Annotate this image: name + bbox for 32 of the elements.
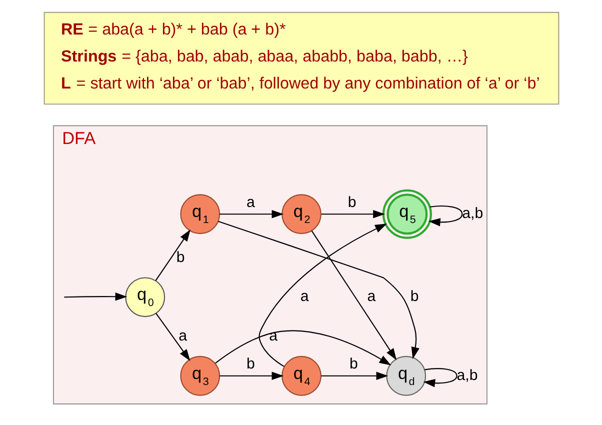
arrow bbox=[219, 372, 284, 380]
edge-label: a bbox=[366, 288, 376, 306]
arrow bbox=[154, 229, 190, 281]
edge-label: b bbox=[347, 194, 356, 211]
arrow bbox=[258, 224, 386, 367]
arrow bbox=[218, 220, 419, 360]
arrow bbox=[219, 210, 284, 218]
arrow bbox=[320, 210, 384, 218]
edge-label: a bbox=[300, 288, 308, 306]
edge-label: b bbox=[176, 248, 184, 266]
edge-label: a bbox=[246, 194, 254, 211]
node-circle: q$_{1}$ bbox=[180, 194, 220, 234]
edge-label: b bbox=[348, 356, 358, 373]
edge-label: a,b bbox=[462, 205, 483, 222]
edge-label: a,b bbox=[456, 366, 478, 384]
node-circle: q$_{d}$ bbox=[386, 356, 426, 396]
node-box: RE = aba(a + b)* + bab (a + b)* Strings = {aba, bab, abab, abaa, ababb, baba, babb, …} L = start with ‘aba’ or ‘bab’, followed by any combination of ‘a’ or ‘b’ bbox=[43, 12, 559, 105]
arrow bbox=[155, 313, 190, 362]
node-circle: q$_{5}$ bbox=[382, 189, 432, 239]
node-circle: q$_{3}$ bbox=[180, 356, 220, 396]
arrow bbox=[64, 292, 127, 301]
arrow bbox=[214, 330, 391, 366]
arrow bbox=[310, 230, 396, 360]
edge-label: b bbox=[410, 288, 418, 306]
edge-label: b bbox=[246, 356, 254, 373]
node-circle: q$_{0}$ bbox=[124, 277, 165, 318]
edge-label: a bbox=[178, 328, 186, 344]
node-circle: q$_{4}$ bbox=[281, 356, 321, 396]
node-circle: q$_{2}$ bbox=[281, 194, 321, 234]
arrow bbox=[320, 372, 388, 380]
arrow bbox=[422, 368, 457, 388]
arrow bbox=[428, 206, 462, 226]
